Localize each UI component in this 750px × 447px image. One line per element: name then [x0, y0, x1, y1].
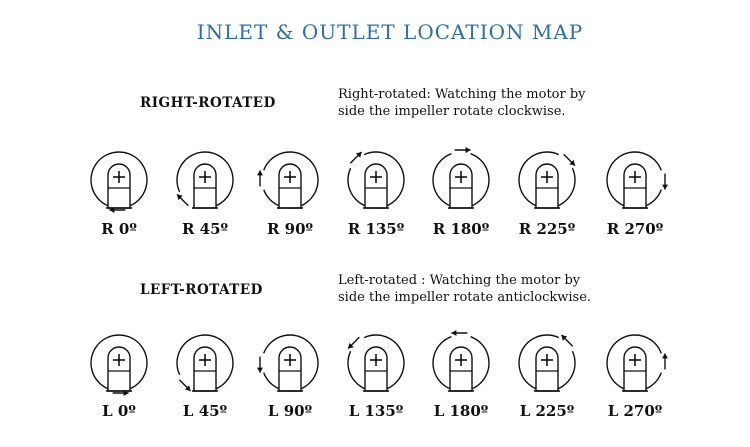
- fan-label-right-6: R 270º: [606, 220, 664, 238]
- fan-label-right-5: R 225º: [518, 220, 576, 238]
- volute-arc: [90, 151, 148, 207]
- motor-housing: [364, 346, 388, 392]
- fan-label-left-3: L 135º: [348, 402, 404, 420]
- fan-label-left-1: L 45º: [182, 402, 228, 420]
- volute-arc: [347, 334, 405, 392]
- fan-diagram-left-3: [347, 334, 405, 392]
- fan-diagram-left-5: [518, 334, 576, 392]
- left-description-line1: Left-rotated : Watching the motor by: [338, 273, 581, 288]
- outlet-arrow-head: [355, 152, 362, 158]
- fan-label-left-4: L 180º: [433, 402, 489, 420]
- fan-label-right-0: R 0º: [101, 220, 137, 238]
- fan-label-left-0: L 0º: [102, 402, 136, 420]
- fan-label-right-2: R 90º: [266, 220, 314, 238]
- volute-arc: [90, 334, 148, 390]
- motor-housing: [449, 163, 473, 209]
- left-rotated-fan-row: [90, 330, 668, 396]
- left-rotated-description: Left-rotated : Watching the motor by sid…: [338, 272, 591, 306]
- motor-housing: [278, 163, 302, 209]
- motor-housing: [623, 163, 647, 209]
- fan-label-right-1: R 45º: [181, 220, 229, 238]
- fan-label-right-3: R 135º: [347, 220, 405, 238]
- outlet-arrow-head: [465, 147, 471, 153]
- outlet-arrow-head: [662, 184, 668, 190]
- outlet-arrow-head: [662, 353, 668, 359]
- fan-diagram-right-0: [90, 151, 148, 213]
- right-rotated-fan-row: [90, 147, 668, 213]
- fan-label-left-2: L 90º: [267, 402, 313, 420]
- fan-diagram-right-6: [606, 151, 668, 209]
- motor-housing: [278, 346, 302, 392]
- fan-diagram-left-0: [90, 334, 148, 396]
- outlet-arrow-head: [177, 194, 183, 201]
- left-description-line2: side the impeller rotate anticlockwise.: [338, 290, 592, 305]
- fan-diagram-left-2: [257, 334, 319, 392]
- motor-housing: [364, 163, 388, 209]
- fan-diagram-right-1: [176, 151, 234, 209]
- motor-housing: [193, 346, 217, 392]
- motor-housing: [449, 346, 473, 392]
- right-rotated-description: Right-rotated: Watching the motor by sid…: [338, 86, 586, 120]
- fan-diagram-right-2: [257, 151, 319, 209]
- fan-label-left-6: L 270º: [607, 402, 663, 420]
- fan-diagram-right-4: [432, 147, 490, 209]
- outlet-arrow-head: [257, 170, 263, 176]
- fan-diagram-right-3: [347, 151, 405, 209]
- right-rotated-heading: RIGHT-ROTATED: [140, 95, 276, 111]
- right-description-line1: Right-rotated: Watching the motor by: [338, 87, 586, 102]
- page-title: INLET & OUTLET LOCATION MAP: [196, 20, 584, 44]
- volute-arc: [518, 334, 576, 392]
- outlet-arrow-head: [569, 159, 575, 166]
- fan-label-left-5: L 225º: [519, 402, 575, 420]
- fan-diagram-left-6: [606, 334, 668, 392]
- right-description-line2: side the impeller rotate clockwise.: [338, 104, 566, 119]
- motor-housing: [535, 163, 559, 209]
- motor-housing: [535, 346, 559, 392]
- volute-arc: [518, 151, 576, 209]
- motor-housing: [107, 346, 131, 392]
- fan-diagram-right-5: [518, 151, 576, 209]
- fan-diagram-left-1: [176, 334, 234, 392]
- outlet-arrow-head: [451, 330, 457, 336]
- fan-diagram-left-4: [432, 330, 490, 392]
- motor-housing: [193, 163, 217, 209]
- outlet-arrow-head: [561, 335, 568, 341]
- outlet-arrow-head: [348, 342, 354, 349]
- motor-housing: [107, 163, 131, 209]
- fan-label-right-4: R 180º: [432, 220, 490, 238]
- outlet-arrow-head: [184, 385, 191, 391]
- motor-housing: [623, 346, 647, 392]
- left-rotated-heading: LEFT-ROTATED: [140, 282, 263, 298]
- volute-arc: [347, 151, 405, 209]
- outlet-arrow-head: [257, 367, 263, 373]
